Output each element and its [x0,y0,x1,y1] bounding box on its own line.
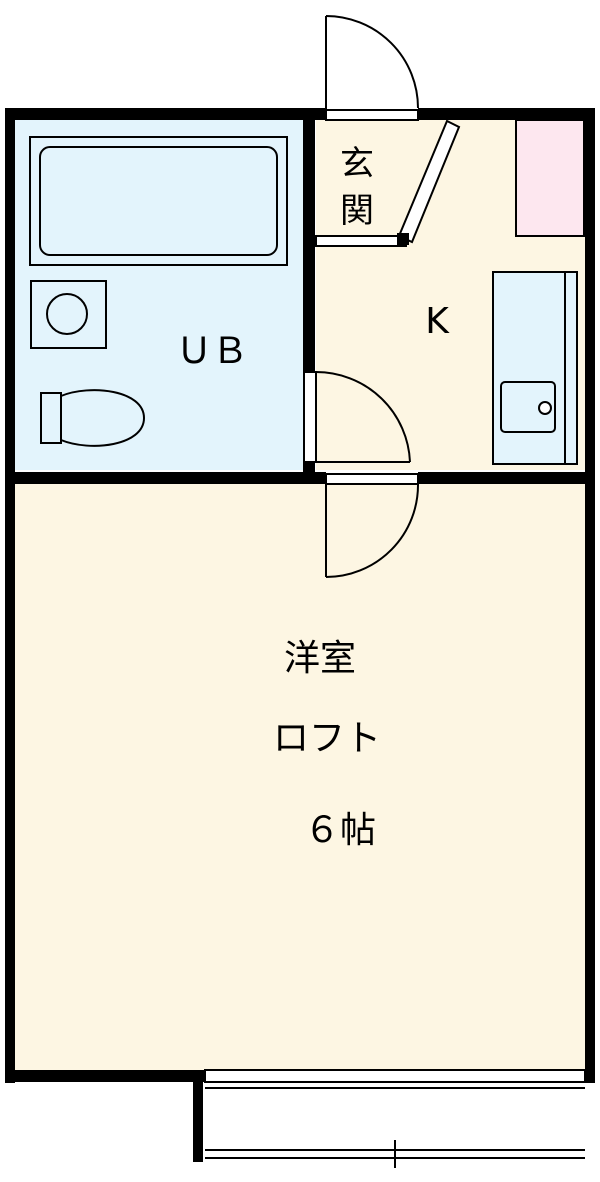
unit-bath-label: ＵＢ [176,331,248,372]
western-room-floor [14,484,586,1070]
room-size-label: ６帖 [304,810,376,851]
fridge-space [515,119,585,237]
bathtub [29,136,288,266]
genkan-label-bottom: 関 [340,191,374,231]
genkan-label-top: 玄 [340,144,374,184]
balcony-window [204,1069,586,1168]
room-door [325,473,420,578]
kitchen-label: K [425,301,450,342]
entrance-door [325,15,419,121]
toilet [40,389,146,447]
genkan-diagonal-door [397,119,461,245]
genkan-step [315,235,407,247]
washbasin [30,280,107,349]
loft-label: ロフト [273,718,381,759]
kitchen-sink-unit [492,271,578,465]
western-room-label: 洋室 [284,638,356,679]
ub-door [303,370,411,463]
walls [5,108,595,1162]
